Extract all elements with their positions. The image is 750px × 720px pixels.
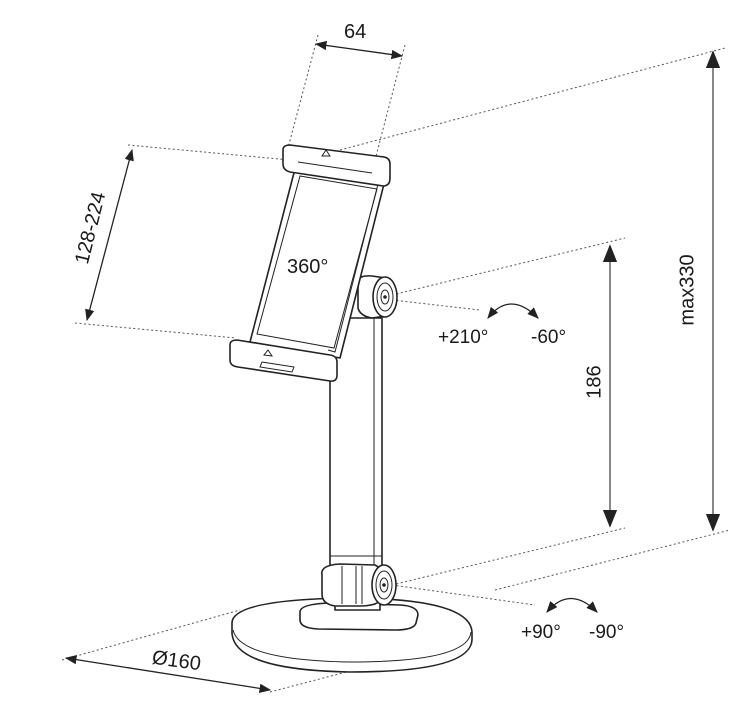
lower-tilt-positive-label: +90° xyxy=(521,622,561,643)
extension-lines xyxy=(61,34,731,693)
lower-tilt-negative-label: -90° xyxy=(589,622,625,643)
upper-hinge xyxy=(357,275,398,319)
base-plate xyxy=(231,597,473,673)
clamp-range-dimension-line xyxy=(85,148,134,322)
clamp-width-label: 64 xyxy=(344,21,367,43)
base-diameter-dimension-line xyxy=(64,655,272,693)
arm-height-label: 186 xyxy=(583,365,606,399)
rotation-label: 360° xyxy=(287,256,329,278)
upper-tilt-positive-label: +210° xyxy=(438,327,489,348)
upper-tilt-arrow xyxy=(487,303,539,319)
max-height-label: max330 xyxy=(676,254,699,326)
width-dimension-line xyxy=(314,40,404,60)
lower-tilt-arrow xyxy=(546,598,598,613)
dimension-lines xyxy=(64,40,721,693)
tablet-holder xyxy=(229,144,391,382)
lower-hinge xyxy=(321,563,397,607)
upper-tilt-negative-label: -60° xyxy=(531,327,567,348)
